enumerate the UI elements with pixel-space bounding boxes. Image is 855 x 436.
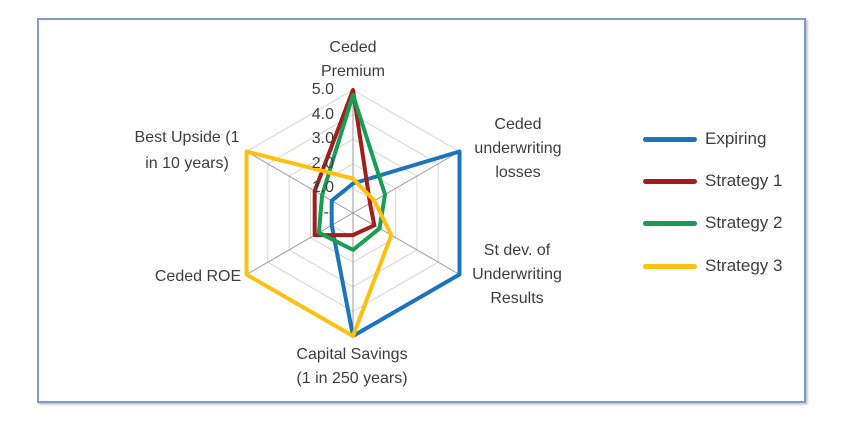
chart-frame: 5.0 4.0 3.0 2.0 1.0 - Ceded Premium Cede… (37, 18, 806, 403)
series-polygon-strategy-3 (244, 149, 394, 338)
series-polygon-strategy-2 (316, 92, 387, 252)
legend-swatch-strategy-3 (643, 263, 697, 269)
series-polygon-strategy-1 (312, 88, 377, 238)
spoke-2 (352, 212, 460, 275)
legend-item-strategy-3: Strategy 3 (643, 254, 783, 278)
legend-item-strategy-1: Strategy 1 (643, 169, 783, 193)
spoke-5 (246, 151, 354, 214)
spoke-4 (246, 212, 354, 275)
legend-swatch-expiring (643, 136, 697, 142)
legend-swatch-strategy-2 (643, 220, 697, 226)
legend-item-strategy-2: Strategy 2 (643, 211, 783, 235)
legend-swatch-strategy-1 (643, 178, 697, 184)
radar-chart (244, 88, 462, 338)
legend-item-expiring: Expiring (643, 127, 766, 151)
